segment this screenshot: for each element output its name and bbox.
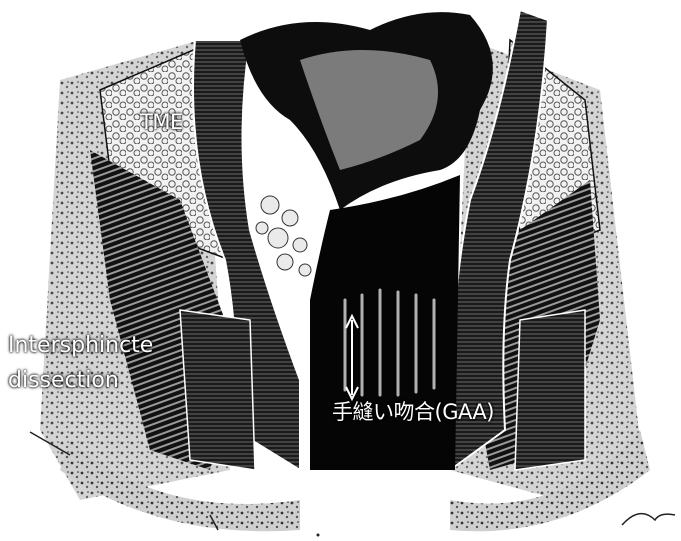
anastomosis-label: 手縫い吻合(GAA) (332, 402, 494, 423)
sphincter-right (515, 310, 585, 470)
intersphincteric-label-line1: Intersphincte (8, 335, 153, 357)
tme-label: TME (140, 112, 183, 133)
intersphincteric-label-line2: dissection (8, 370, 119, 392)
stray-dot (317, 534, 320, 537)
sphincter-left (180, 310, 255, 470)
artist-signature (622, 514, 675, 525)
tumor-cluster (256, 196, 311, 276)
rectal-lumen (310, 175, 460, 470)
